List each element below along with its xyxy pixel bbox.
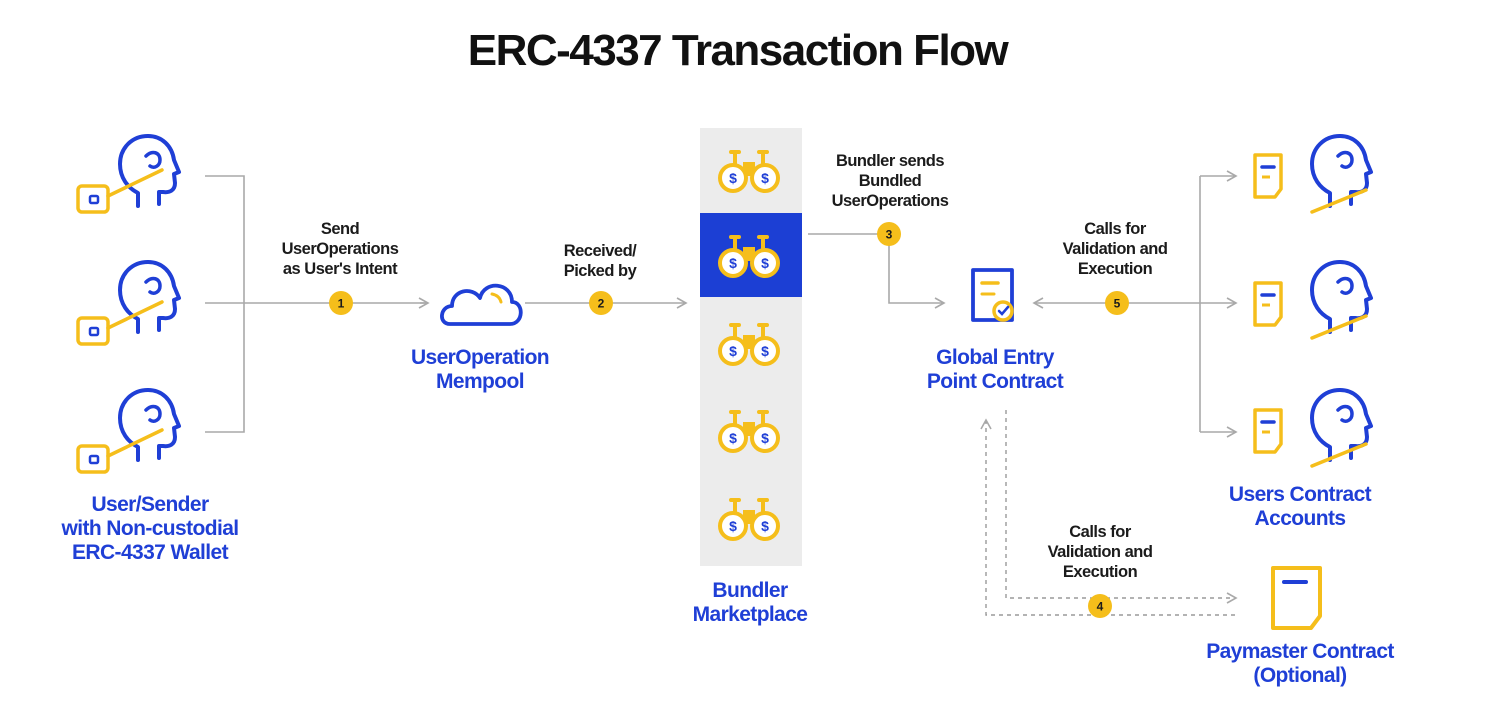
svg-text:5: 5 [1114, 297, 1121, 311]
contract-account-2 [1253, 260, 1373, 340]
step-badge-3: 3 [877, 222, 901, 246]
paymaster-call-arrow [1005, 410, 1238, 604]
user-head-icon [118, 388, 181, 462]
wallet-icon [76, 428, 164, 474]
cloud-icon [440, 283, 523, 326]
document-icon [1253, 281, 1283, 327]
sender-connector [205, 175, 427, 433]
svg-text:2: 2 [598, 297, 605, 311]
svg-text:1: 1 [338, 297, 345, 311]
sender-user-3 [76, 388, 181, 474]
document-icon [1253, 408, 1283, 454]
user-head-icon [1310, 260, 1373, 334]
sender-user-1 [76, 134, 181, 214]
svg-text:3: 3 [886, 228, 893, 242]
step-badge-5: 5 [1105, 291, 1129, 315]
contract-account-1 [1253, 134, 1373, 214]
paymaster-document-icon [1271, 566, 1322, 630]
diagram-title: ERC-4337 Transaction Flow [467, 26, 1009, 75]
document-icon [1253, 153, 1283, 199]
contract-account-3 [1253, 388, 1373, 468]
paymaster-label: Paymaster Contract(Optional) [1206, 640, 1394, 687]
svg-text:4: 4 [1097, 600, 1104, 614]
user-head-icon [118, 260, 181, 334]
step-badge-2: 2 [589, 291, 613, 315]
contract-document-icon [971, 268, 1014, 322]
user-head-icon [1310, 134, 1373, 208]
user-head-icon [1310, 388, 1373, 462]
wallet-icon [76, 168, 164, 214]
step-2-caption: Received/Picked by [563, 242, 637, 280]
user-head-icon [118, 134, 181, 208]
paymaster-return-arrow [980, 418, 1236, 616]
bundler-to-entry-arrow [808, 233, 946, 309]
step-badge-4: 4 [1088, 594, 1112, 618]
sender-user-2 [76, 260, 181, 346]
step-badge-1: 1 [329, 291, 353, 315]
wallet-icon [76, 300, 164, 346]
